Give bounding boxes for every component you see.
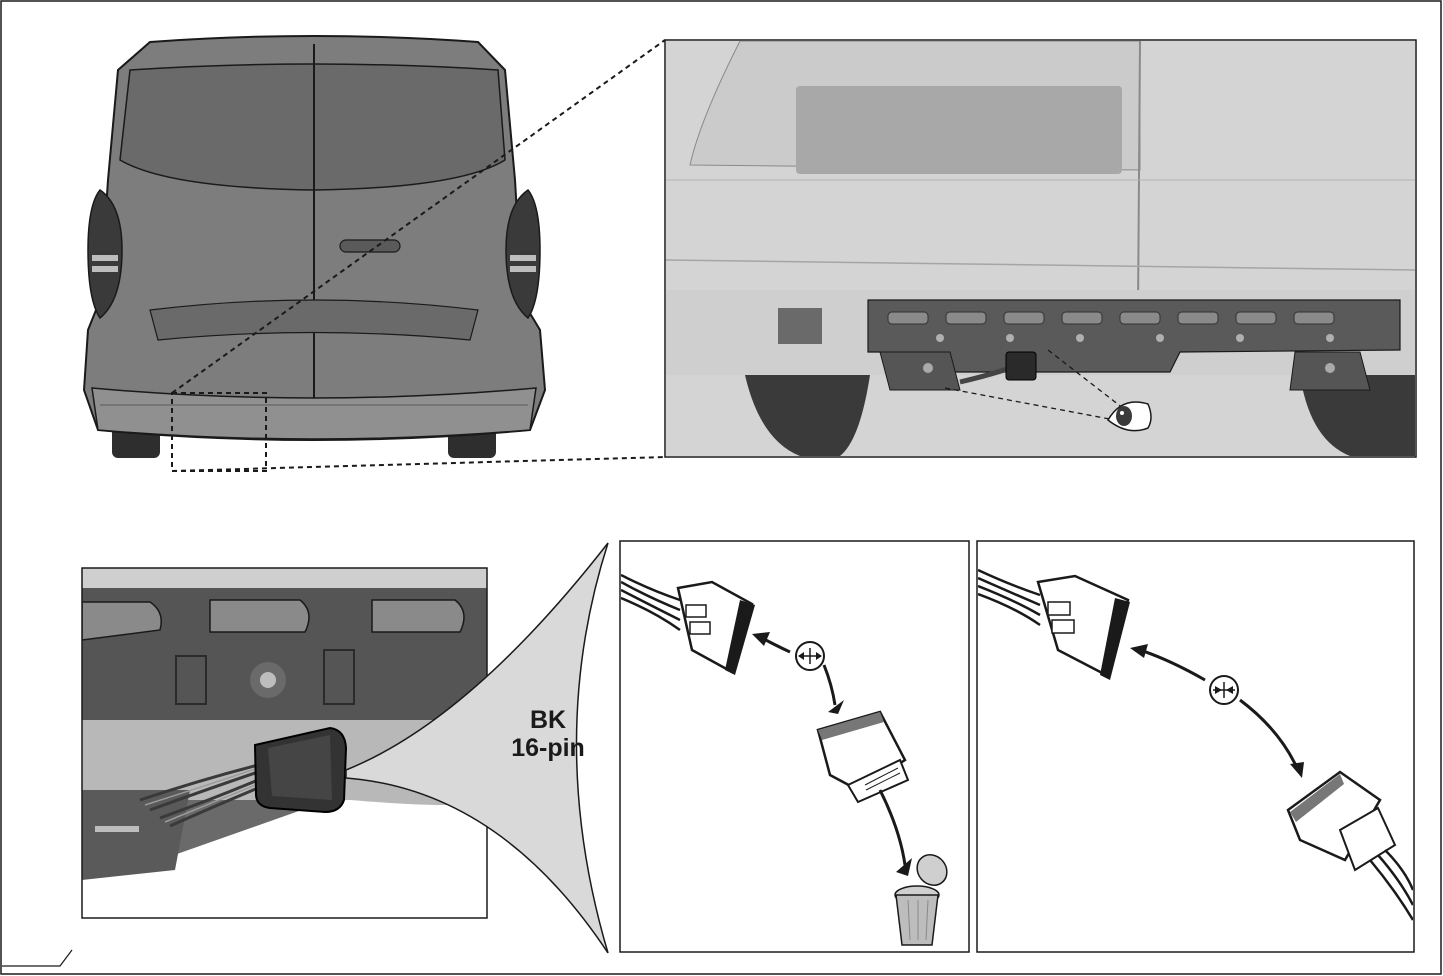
- left-tail-light: [87, 188, 123, 320]
- bumper-closeup-panel: [664, 39, 1417, 458]
- callout-bubble: [345, 542, 609, 954]
- connector-closeup-panel: [81, 542, 609, 954]
- right-tail-light: [505, 188, 541, 320]
- eye-icon: [1107, 401, 1152, 432]
- connector-pin-count: 16-pin: [511, 734, 585, 762]
- harness-connector-2: [1036, 574, 1130, 680]
- van-rear-view: [82, 35, 547, 458]
- trash-bin-icon: [894, 854, 948, 946]
- harness-connector-1: [676, 580, 755, 675]
- arrows-apart-icon: [795, 641, 825, 671]
- bk-connector-small: [1005, 351, 1037, 381]
- disconnect-step-panel: [619, 540, 970, 953]
- tow-harness-connector: [1286, 770, 1413, 921]
- connector-callout-label: BK 16-pin: [488, 706, 608, 762]
- corner-mark: [2, 949, 73, 967]
- zoom-indicator: [171, 39, 666, 472]
- arrows-together-icon: [1209, 675, 1239, 705]
- connector-color-code: BK: [529, 706, 567, 734]
- connect-step-panel: [976, 540, 1415, 953]
- dummy-plug: [816, 710, 910, 804]
